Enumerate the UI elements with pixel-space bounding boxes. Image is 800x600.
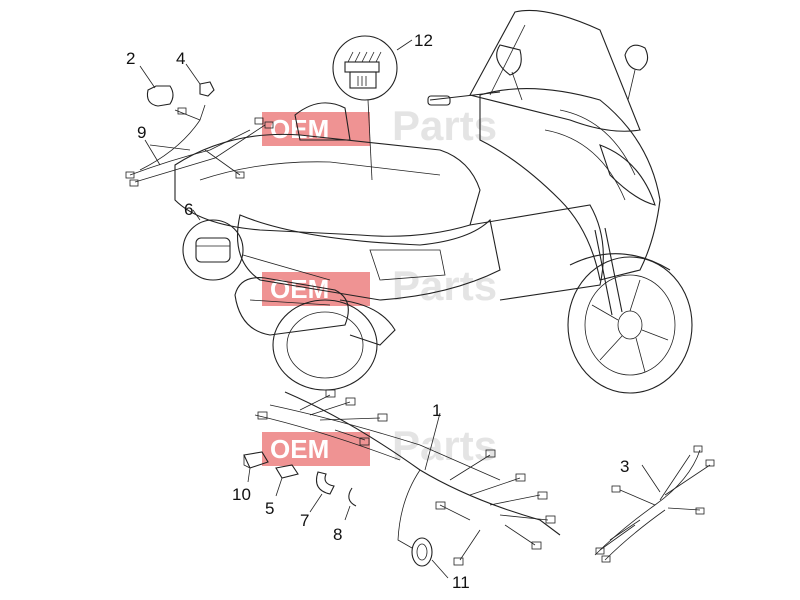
scooter-illustration [174, 9, 693, 394]
part-9-harness [125, 104, 274, 187]
part-12-connector [332, 35, 413, 181]
part-7-clamp [309, 471, 335, 513]
callout-8: 8 [333, 525, 342, 544]
part-8-ring [344, 487, 357, 521]
part-4-nut [185, 63, 215, 97]
part-2-clip [139, 65, 174, 107]
callout-6: 6 [184, 200, 193, 219]
part-1-main-harness [254, 389, 561, 566]
part-10-connector [243, 451, 269, 483]
watermark-bottom: OEM Parts [262, 422, 497, 469]
watermark-brand-right: Parts [392, 102, 497, 149]
watermark-brand-left: OEM [270, 274, 329, 304]
callout-11: 11 [452, 573, 470, 592]
callout-5: 5 [265, 499, 274, 518]
watermark-brand-right: Parts [392, 262, 497, 309]
part-6-fuse-holder [182, 209, 331, 281]
part-3-harness [594, 445, 715, 563]
callout-3: 3 [620, 457, 629, 476]
part-5-connector [275, 464, 299, 497]
watermark-middle: OEM Parts [262, 262, 497, 309]
callout-7: 7 [300, 511, 309, 530]
callout-12: 12 [414, 31, 433, 50]
callout-4: 4 [176, 49, 185, 68]
callout-1: 1 [432, 401, 441, 420]
callout-10: 10 [232, 485, 251, 504]
part-11-grommet [411, 537, 449, 579]
callout-9: 9 [137, 123, 146, 142]
watermark-brand-left: OEM [270, 434, 329, 464]
callout-2: 2 [126, 49, 135, 68]
